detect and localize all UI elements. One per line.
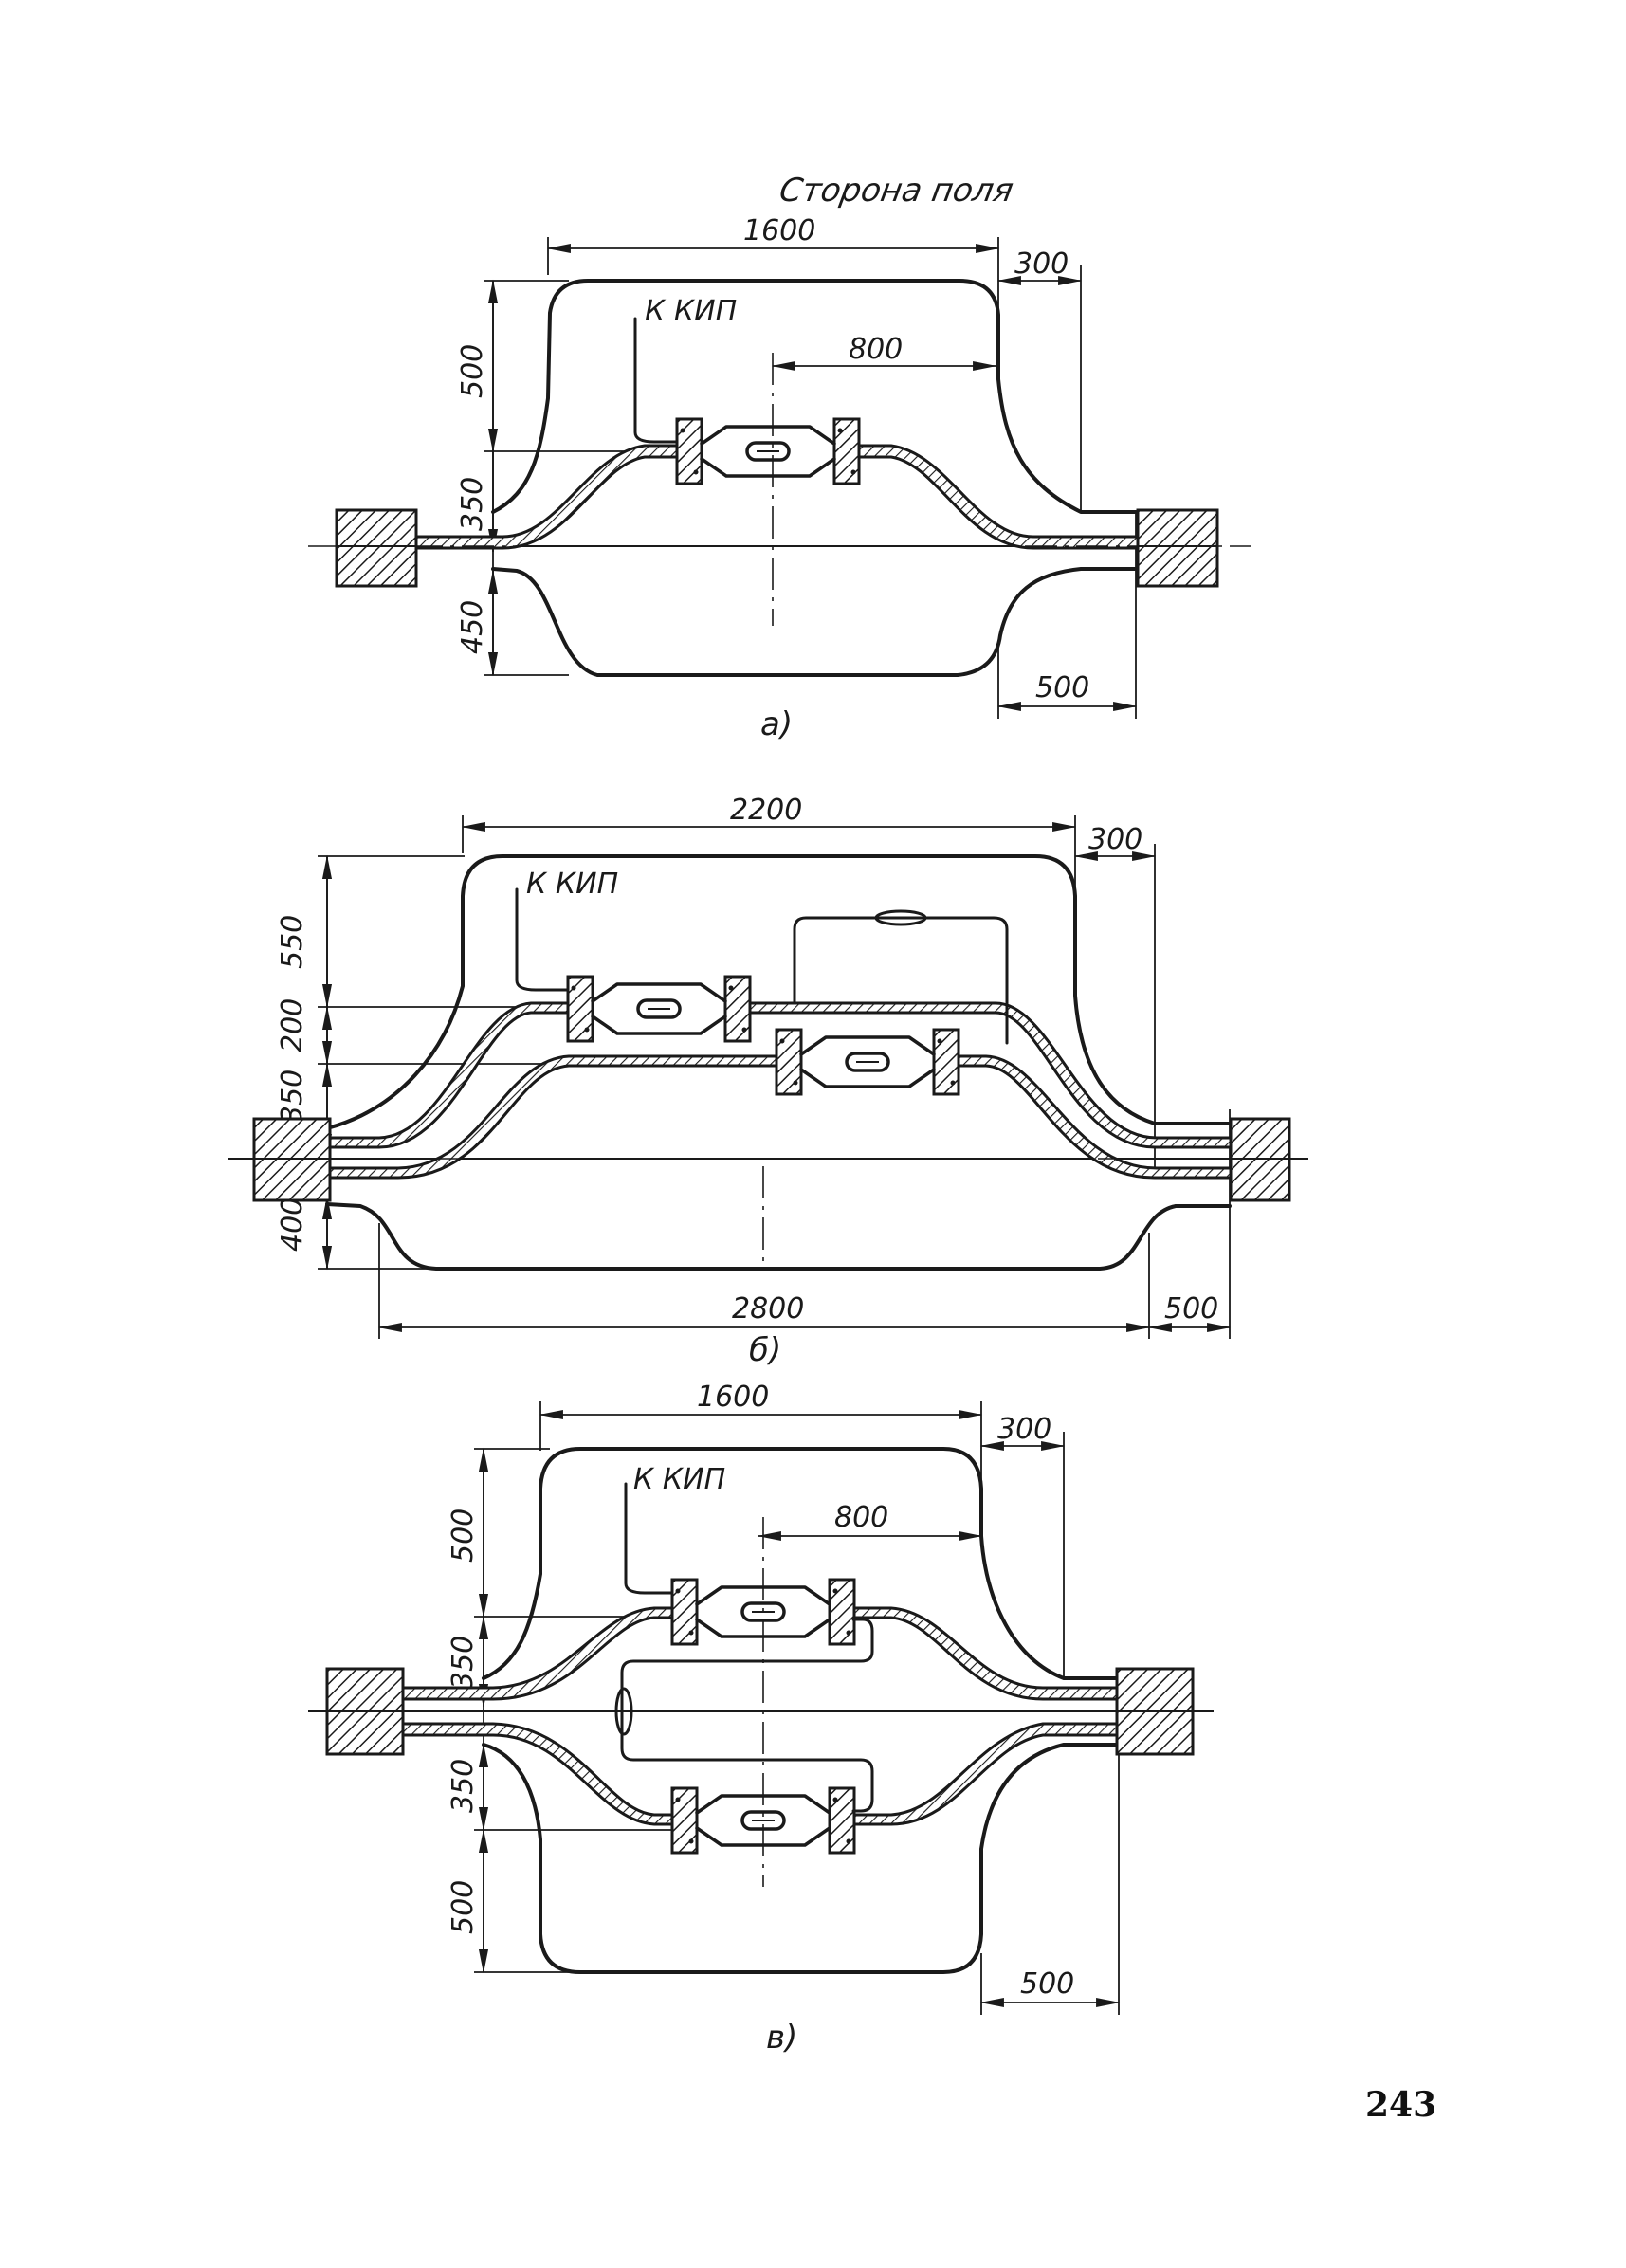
dim-right-bottom: 500 [1035, 671, 1089, 704]
dim-width-top-b: 2200 [730, 794, 802, 827]
dim-left-lower: 450 [456, 600, 489, 654]
dim-width-top-c: 1600 [697, 1381, 769, 1414]
figure-c: 1600 300 800 500 350 350 500 500 [308, 1381, 1214, 2057]
kip-label: К КИП [645, 295, 737, 328]
dim-center: 800 [849, 333, 903, 366]
figure-b-caption: б) [749, 1331, 781, 1369]
cable-coupling-lower [775, 1028, 960, 1096]
dim-left-2-b: 200 [276, 998, 309, 1052]
dim-right-bottom-c: 500 [1020, 1967, 1074, 2001]
dim-left-upper: 500 [456, 344, 489, 398]
dim-left-3-b: 350 [276, 1070, 309, 1124]
dim-width-top: 1600 [743, 214, 815, 247]
field-side-label: Сторона поля [776, 172, 1016, 210]
dim-right-bottom-b: 500 [1164, 1292, 1218, 1326]
dim-right-top: 300 [1014, 247, 1069, 281]
dim-left-4-b: 400 [276, 1198, 309, 1252]
dim-left-mid: 350 [456, 477, 489, 531]
kip-label-b: К КИП [526, 868, 618, 901]
dim-left-2-c: 350 [447, 1636, 480, 1690]
dim-left-1-c: 500 [447, 1509, 480, 1563]
kip-label-c: К КИП [633, 1463, 725, 1496]
figure-c-caption: в) [766, 2019, 797, 2057]
dim-right-top-c: 300 [997, 1413, 1051, 1446]
cable-coupling [675, 417, 861, 485]
dim-right-top-b: 300 [1088, 823, 1142, 856]
dim-left-1-b: 550 [276, 915, 309, 969]
figure-a: Сторона поля 1600 300 800 500 350 450 50… [308, 172, 1251, 743]
dim-center-c: 800 [834, 1501, 888, 1534]
cable-coupling-upper [566, 975, 752, 1043]
figure-b: 2200 300 550 200 350 400 2800 500 [228, 794, 1308, 1369]
dim-left-3-c: 350 [447, 1759, 480, 1813]
dim-width-bottom-b: 2800 [732, 1292, 804, 1326]
page-number: 243 [1365, 2085, 1436, 2125]
dim-left-4-c: 500 [447, 1880, 480, 1934]
figure-a-caption: а) [760, 705, 793, 743]
